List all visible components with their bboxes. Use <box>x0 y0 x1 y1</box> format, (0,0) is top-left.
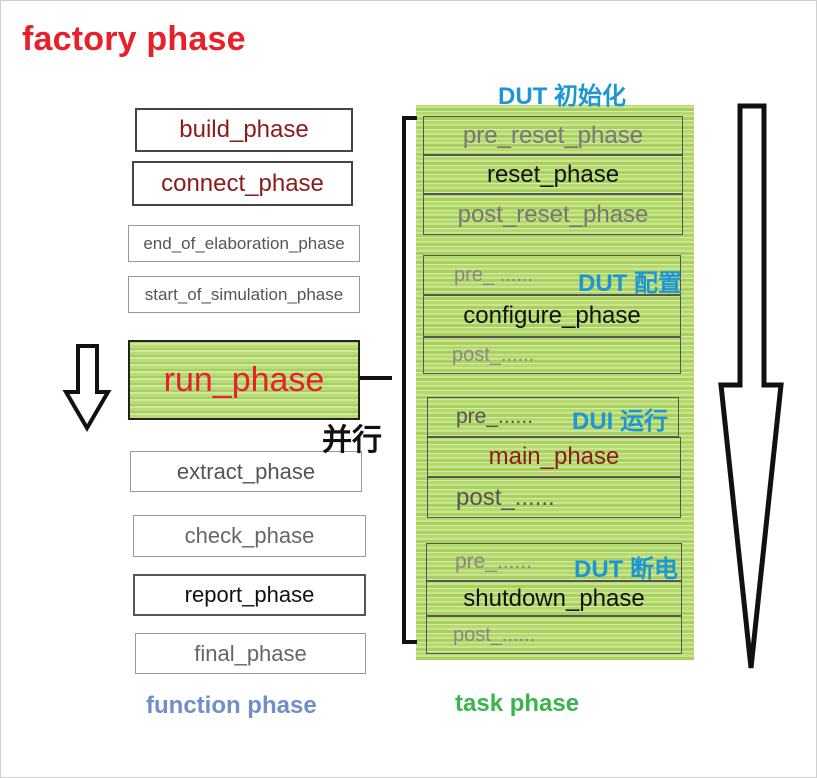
task-row-label: pre_ ...... <box>454 263 533 286</box>
connect-phase-box: connect_phase <box>132 161 353 206</box>
task-row-label: pre_...... <box>456 405 534 428</box>
end-of-elaboration-phase-box: end_of_elaboration_phase <box>128 225 360 262</box>
task-phase-label: task phase <box>455 690 580 717</box>
task-row-label: post_...... <box>456 483 555 511</box>
task-phase-panel <box>416 105 694 660</box>
task-row-label: pre_...... <box>455 550 533 573</box>
task-row-post-configure: post_...... <box>423 337 681 374</box>
task-row-main: main_phase <box>427 437 681 477</box>
check-phase-box: check_phase <box>133 515 366 557</box>
group-label-configure: DUT 配置 <box>578 270 682 297</box>
task-row-pre-configure: pre_ ...... <box>423 255 681 295</box>
start-of-simulation-phase-label: start_of_simulation_phase <box>144 284 344 304</box>
final-phase-box: final_phase <box>135 633 366 674</box>
task-row-configure: configure_phase <box>423 295 681 337</box>
end-of-elaboration-phase-label: end_of_elaboration_phase <box>143 233 345 253</box>
run-phase-label: run_phase <box>163 360 325 399</box>
task-row-post-main: post_...... <box>427 477 681 518</box>
task-row-label: pre_reset_phase <box>462 121 644 149</box>
task-row-pre-shutdown: pre_...... <box>426 543 682 581</box>
task-row-label: post_reset_phase <box>457 200 649 228</box>
report-phase-label: report_phase <box>184 582 315 607</box>
group-label-shutdown: DUT 断电 <box>574 556 678 583</box>
start-of-simulation-phase-box: start_of_simulation_phase <box>128 276 360 313</box>
check-phase-label: check_phase <box>184 523 315 548</box>
task-row-label: post_...... <box>452 344 535 366</box>
task-row-pre-reset: pre_reset_phase <box>423 116 683 155</box>
task-row-reset: reset_phase <box>423 155 683 194</box>
run-phase-box: run_phase <box>128 340 360 420</box>
connect-phase-label: connect_phase <box>161 169 324 197</box>
task-row-label: reset_phase <box>486 160 620 188</box>
extract-phase-box: extract_phase <box>130 451 362 492</box>
parallel-label: 并行 <box>322 424 382 457</box>
build-phase-label: build_phase <box>179 116 309 143</box>
final-phase-label: final_phase <box>194 640 307 666</box>
task-row-label: main_phase <box>488 443 620 470</box>
group-label-init: DUT 初始化 <box>498 83 626 110</box>
diagram-title: factory phase <box>22 20 246 58</box>
task-row-shutdown: shutdown_phase <box>426 581 682 616</box>
task-row-post-shutdown: post_...... <box>426 616 682 654</box>
task-row-label: configure_phase <box>463 302 641 329</box>
build-phase-box: build_phase <box>135 108 353 152</box>
function-phase-label: function phase <box>146 692 317 719</box>
task-row-label: shutdown_phase <box>463 584 645 612</box>
group-label-run: DUI 运行 <box>572 408 668 435</box>
task-row-post-reset: post_reset_phase <box>423 194 683 235</box>
task-row-label: post_...... <box>453 623 536 646</box>
report-phase-box: report_phase <box>133 574 366 616</box>
extract-phase-label: extract_phase <box>176 458 316 484</box>
task-row-pre-main: pre_...... <box>427 397 679 437</box>
